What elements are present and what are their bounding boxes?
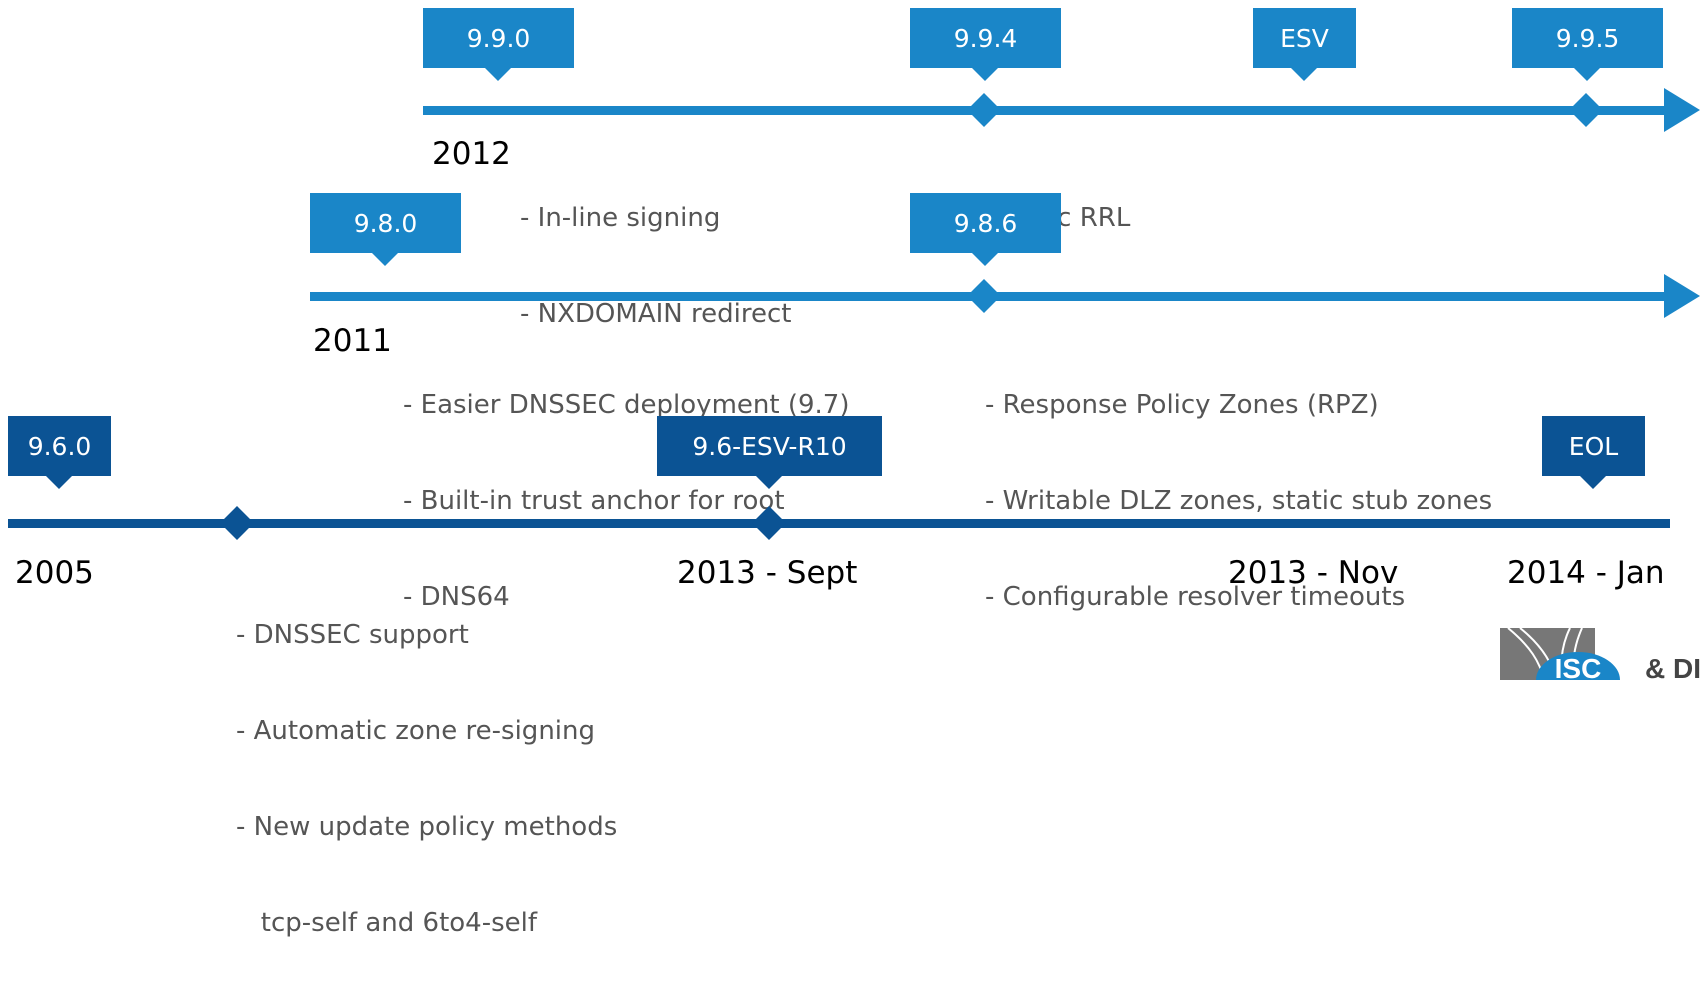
feature-item: - New update policy methods [236, 812, 618, 842]
year-2012: 2012 [432, 136, 511, 172]
features-9-6-0: - DNSSEC support - Automatic zone re-sig… [236, 555, 617, 1003]
isc-logo-icon: ISC & DI [1500, 628, 1701, 680]
isc-logo: ISC & DI [1500, 628, 1701, 680]
date-2013-nov: 2013 - Nov [1228, 555, 1399, 591]
feature-item: - Configurable resolver timeouts [985, 582, 1406, 612]
label-9-8-6-text: 9.8.6 [953, 208, 1018, 238]
feature-item: - DNSSEC support [236, 620, 469, 650]
features-9-8-0: - Easier DNSSEC deployment (9.7) - Built… [403, 325, 849, 677]
label-9-9-4-text: 9.9.4 [953, 23, 1018, 53]
milestone-9-9-5-marker [1569, 93, 1603, 127]
svg-text:& DI: & DI [1645, 653, 1701, 680]
features-9-8-6: - Response Policy Zones (RPZ) - Writable… [985, 325, 1492, 677]
feature-item: - Easier DNSSEC deployment (9.7) [403, 390, 850, 420]
label-eol: EOL [1542, 416, 1645, 489]
date-2013-sept: 2013 - Sept [677, 555, 858, 591]
label-9-8-0-text: 9.8.0 [353, 208, 418, 238]
timeline-9-6-line [8, 519, 1670, 528]
date-2005: 2005 [15, 555, 94, 591]
timeline-9-9-line [423, 106, 1673, 115]
feature-item: - NXDOMAIN redirect [520, 299, 792, 329]
date-2014-jan: 2014 - Jan [1507, 555, 1665, 591]
feature-item: tcp-self and 6to4-self [236, 908, 538, 938]
label-9-6-0: 9.6.0 [8, 416, 111, 489]
label-9-9-5-text: 9.9.5 [1555, 23, 1620, 53]
feature-item: - In-line signing [520, 203, 721, 233]
features-9-9-0: - In-line signing - NXDOMAIN redirect [520, 138, 791, 394]
milestone-9-9-4-marker [967, 93, 1001, 127]
label-9-9-0: 9.9.0 [423, 8, 574, 81]
label-9-9-5: 9.9.5 [1512, 8, 1663, 81]
feature-item: - Automatic zone re-signing [236, 716, 595, 746]
label-9-9-0-text: 9.9.0 [466, 23, 531, 53]
svg-text:ISC: ISC [1555, 653, 1602, 680]
label-eol-text: EOL [1568, 431, 1619, 461]
feature-item: - DNS64 [403, 582, 510, 612]
label-9-9-4: 9.9.4 [910, 8, 1061, 81]
label-9-8-0: 9.8.0 [310, 193, 461, 266]
label-9-6-esv-r10-text: 9.6-ESV-R10 [692, 431, 847, 461]
label-9-6-0-text: 9.6.0 [27, 431, 92, 461]
label-esv-text: ESV [1280, 23, 1329, 53]
feature-item: - Built-in trust anchor for root [403, 486, 785, 516]
timeline-9-8-arrow-icon [1664, 274, 1700, 318]
label-9-6-esv-r10: 9.6-ESV-R10 [657, 416, 882, 489]
feature-item: - Response Policy Zones (RPZ) [985, 390, 1379, 420]
feature-item: - Writable DLZ zones, static stub zones [985, 486, 1493, 516]
timeline-9-9-arrow-icon [1664, 88, 1700, 132]
year-2011: 2011 [313, 323, 392, 359]
milestone-2005-marker [220, 506, 254, 540]
label-9-8-6: 9.8.6 [910, 193, 1061, 266]
label-esv: ESV [1253, 8, 1356, 81]
